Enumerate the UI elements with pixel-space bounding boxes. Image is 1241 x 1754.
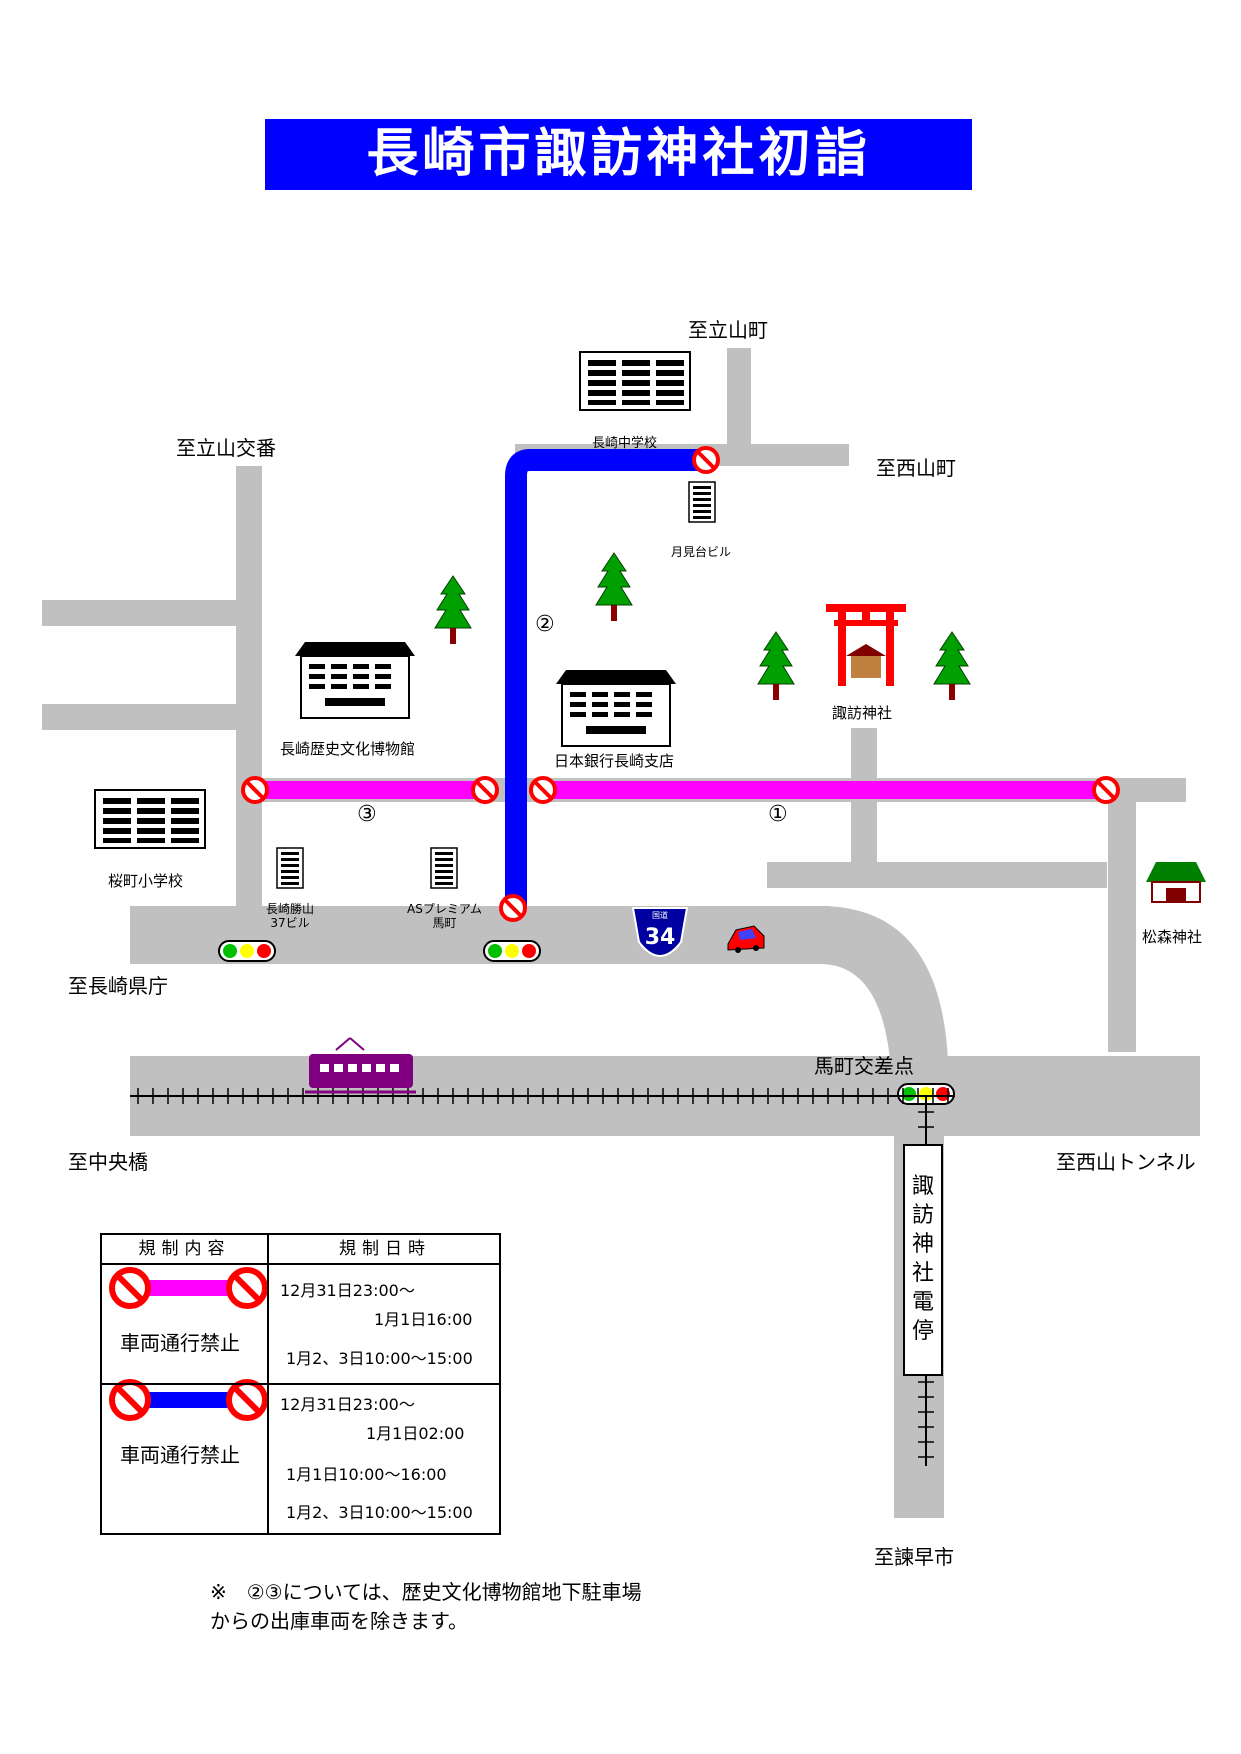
to-isahaya-label: 至諫早市 — [874, 1545, 954, 1569]
legend-row2-time2: 1月1日02:00 — [366, 1424, 465, 1443]
footnote: ※ ②③については、歴史文化博物館地下駐車場 からの出庫車両を除きます。 — [210, 1578, 642, 1636]
route-3-magenta — [256, 781, 484, 799]
suwa-station-sign: 諏訪神社電停 — [903, 1144, 943, 1376]
no-entry-icon — [529, 776, 557, 804]
legend-row1-time2: 1月1日16:00 — [374, 1310, 473, 1329]
to-chuo-bashi-label: 至中央橋 — [68, 1150, 148, 1174]
legend-row2-ban: 車両通行禁止 — [120, 1443, 240, 1467]
katsuyama-line1: 長崎勝山 — [266, 902, 315, 916]
legend-magenta-bar — [112, 1270, 265, 1306]
footnote-line1: ※ ②③については、歴史文化博物館地下駐車場 — [210, 1580, 642, 1604]
museum-building-icon — [294, 641, 416, 719]
traffic-signal-icon — [218, 940, 276, 962]
school-building-icon — [579, 351, 691, 411]
no-entry-icon — [692, 446, 720, 474]
route-marker-2: ② — [535, 612, 555, 637]
to-nishiyama-machi-label: 至西山町 — [876, 456, 956, 480]
to-tateyama-koban-label: 至立山交番 — [176, 436, 276, 460]
no-entry-icon — [241, 776, 269, 804]
page-title: 長崎市諏訪神社初詣 — [265, 119, 972, 190]
junior-high-label: 長崎中学校 — [592, 436, 658, 451]
regulation-legend: 規制内容 規制日時 車両通行禁止 12月31日23:00〜 1月1日16:00 … — [100, 1233, 501, 1535]
tree-icon — [757, 631, 795, 701]
museum-label: 長崎歴史文化博物館 — [280, 740, 416, 758]
legend-row1-time3: 1月2、3日10:00〜15:00 — [286, 1349, 473, 1368]
tram-icon — [305, 1037, 416, 1094]
route-marker-1: ① — [768, 802, 788, 827]
to-nagasaki-kencho-label: 至長崎県庁 — [68, 974, 168, 998]
tsukimidai-label: 月見台ビル — [671, 545, 732, 559]
no-entry-icon — [471, 776, 499, 804]
office-building-icon — [276, 847, 304, 889]
legend-row2-time1: 12月31日23:00〜 — [280, 1395, 415, 1414]
legend-divider-h — [102, 1383, 499, 1385]
matsumori-shrine-icon — [1146, 862, 1206, 903]
as-premium-line2: 馬町 — [432, 916, 457, 930]
tree-icon — [434, 575, 472, 645]
footnote-line2: からの出庫車両を除きます。 — [210, 1609, 468, 1633]
torii-icon — [826, 604, 906, 686]
route-1-magenta — [543, 781, 1105, 799]
matsumori-shrine-label: 松森神社 — [1142, 928, 1203, 946]
school-building-icon — [94, 789, 206, 849]
suwa-shrine-label: 諏訪神社 — [832, 704, 893, 722]
route-sign-kokudo: 国道 — [652, 910, 668, 920]
legend-row1-ban: 車両通行禁止 — [120, 1331, 240, 1355]
bank-building-icon — [555, 669, 677, 747]
route-34-sign-icon — [631, 907, 689, 957]
traffic-signal-icon — [483, 940, 541, 962]
office-building-icon — [688, 481, 716, 523]
as-premium-line1: ASプレミアム — [407, 902, 482, 916]
legend-header-time: 規制日時 — [269, 1235, 501, 1265]
legend-header-content: 規制内容 — [102, 1235, 267, 1265]
no-entry-icon — [499, 894, 527, 922]
no-entry-icon — [1092, 776, 1120, 804]
boj-label: 日本銀行長崎支店 — [554, 752, 675, 770]
as-premium-label: ASプレミアム 馬町 — [407, 902, 482, 930]
route-sign-number: 34 — [645, 925, 676, 950]
legend-row2-time4: 1月2、3日10:00〜15:00 — [286, 1503, 473, 1522]
sakuramachi-school-label: 桜町小学校 — [108, 872, 184, 890]
route-2-blue — [505, 449, 699, 906]
legend-blue-bar — [112, 1382, 265, 1418]
katsuyama-label: 長崎勝山 37ビル — [266, 902, 314, 930]
tree-icon — [595, 552, 633, 622]
katsuyama-line2: 37ビル — [270, 916, 310, 930]
umamachi-crossing-label: 馬町交差点 — [814, 1054, 914, 1078]
to-nishiyama-tunnel-label: 至西山トンネル — [1056, 1150, 1196, 1174]
route-marker-3: ③ — [357, 802, 377, 827]
legend-row2-time3: 1月1日10:00〜16:00 — [286, 1465, 447, 1484]
tree-icon — [933, 631, 971, 701]
to-tateyama-machi-label: 至立山町 — [688, 318, 768, 342]
office-building-icon — [430, 847, 458, 889]
car-icon — [727, 925, 765, 953]
legend-row1-time1: 12月31日23:00〜 — [280, 1281, 415, 1300]
